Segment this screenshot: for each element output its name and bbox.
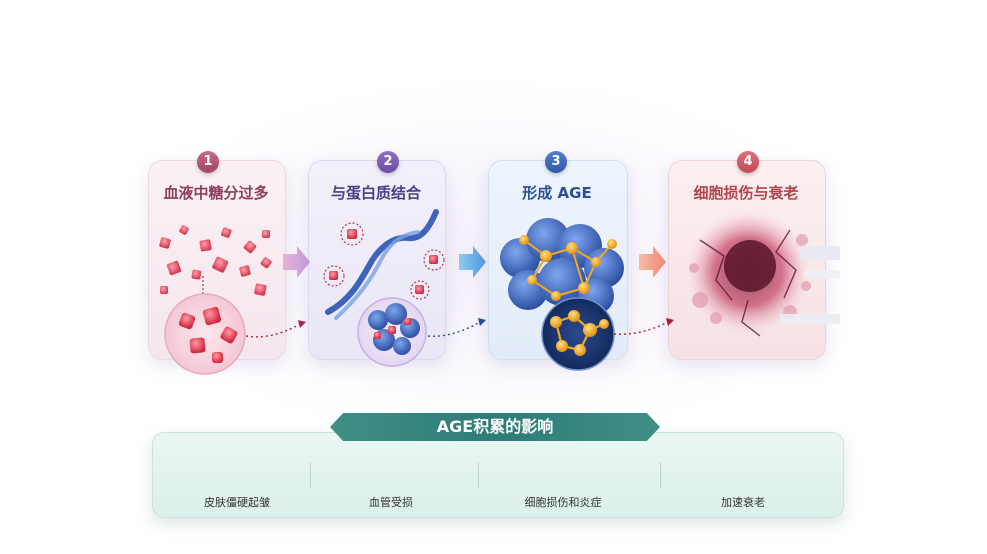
divider xyxy=(660,462,661,488)
impact-banner-title: AGE积累的影响 xyxy=(330,413,660,441)
divider xyxy=(310,462,311,488)
step-title: 细胞损伤与衰老 xyxy=(668,182,824,204)
impact-label-skin: 皮肤僵硬起皱 xyxy=(172,494,302,510)
sugar-particles-icon xyxy=(159,225,306,374)
impact-label-aging: 加速衰老 xyxy=(678,494,808,510)
step-number-badge: 2 xyxy=(377,151,399,173)
step-number-badge: 3 xyxy=(545,151,567,173)
step-title: 血液中糖分过多 xyxy=(148,182,284,204)
step-number-badge: 1 xyxy=(197,151,219,173)
impact-label-cells: 细胞损伤和炎症 xyxy=(498,494,628,510)
arrow-right-icon xyxy=(459,246,486,278)
step-title: 与蛋白质结合 xyxy=(308,182,444,204)
step-number-badge: 4 xyxy=(737,151,759,173)
arrow-right-icon xyxy=(639,246,666,278)
arrow-right-icon xyxy=(283,246,310,278)
step-title: 形成 AGE xyxy=(488,182,626,204)
divider xyxy=(478,462,479,488)
protein-helix-icon xyxy=(324,212,486,366)
age-molecule-network-icon xyxy=(500,218,674,370)
damaged-cell-icon xyxy=(686,210,840,336)
impact-label-vessel: 血管受损 xyxy=(326,494,456,510)
